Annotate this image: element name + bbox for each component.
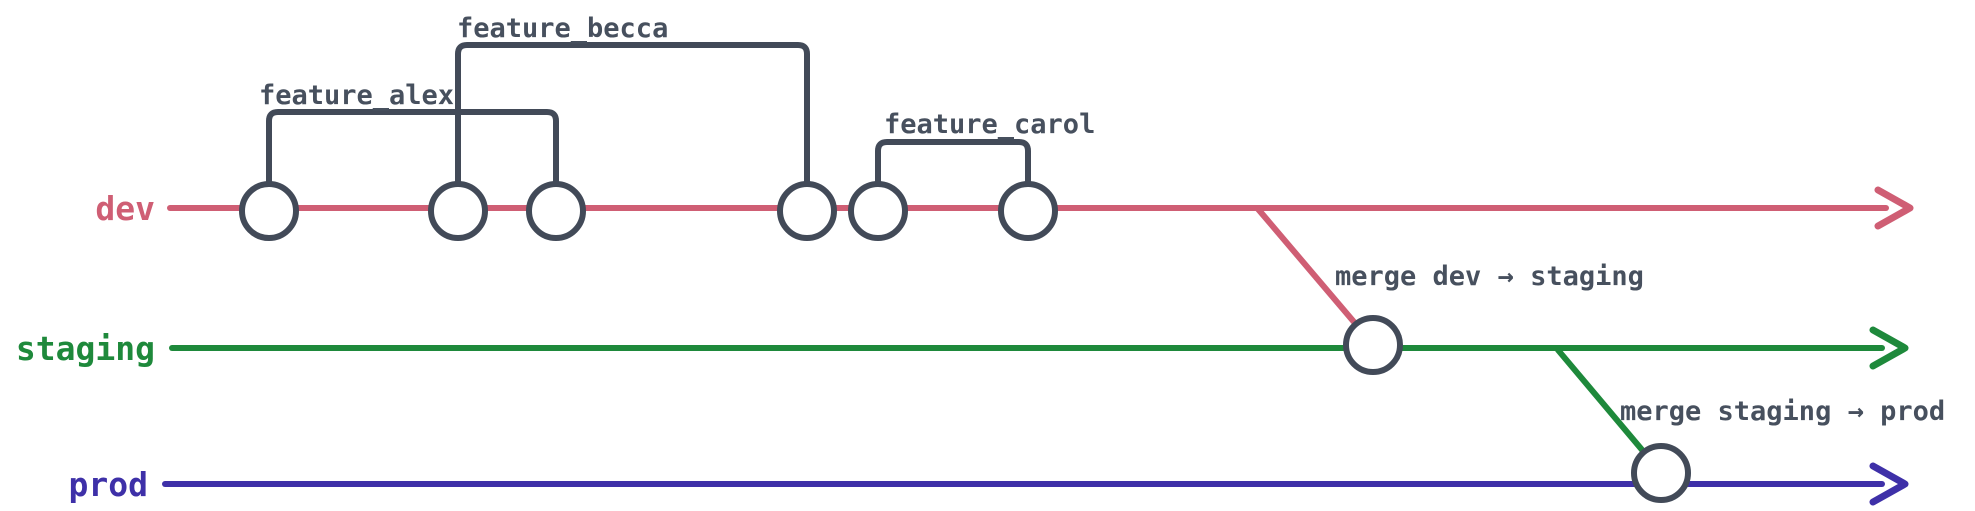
merge-line-0: [1255, 206, 1374, 345]
branch-label-prod: prod: [69, 465, 148, 504]
commit-node-dev: [526, 181, 586, 241]
commit-node-dev: [777, 181, 837, 241]
branch-label-staging: staging: [16, 329, 155, 368]
branch-label-dev: dev: [95, 189, 155, 228]
arrowhead-icon-dev: [1874, 186, 1914, 230]
feature-branch-label-2: feature_carol: [884, 109, 1095, 140]
feature-bracket-0: [266, 109, 559, 209]
feature-bracket-2: [875, 139, 1031, 209]
commit-node-dev: [848, 181, 908, 241]
feature-branch-label-1: feature_becca: [457, 13, 668, 44]
merge-label-1: merge staging → prod: [1620, 396, 1945, 427]
feature-bracket-1: [455, 42, 810, 209]
commit-node-dev: [239, 181, 299, 241]
merge-label-0: merge dev → staging: [1335, 261, 1644, 292]
commit-node-prod: [1631, 443, 1691, 503]
commit-node-staging: [1343, 315, 1403, 375]
commit-node-dev: [998, 181, 1058, 241]
feature-branch-label-0: feature_alex: [259, 80, 454, 111]
arrowhead-icon-prod: [1869, 462, 1909, 506]
arrowhead-icon-staging: [1869, 326, 1909, 370]
commit-node-dev: [428, 181, 488, 241]
